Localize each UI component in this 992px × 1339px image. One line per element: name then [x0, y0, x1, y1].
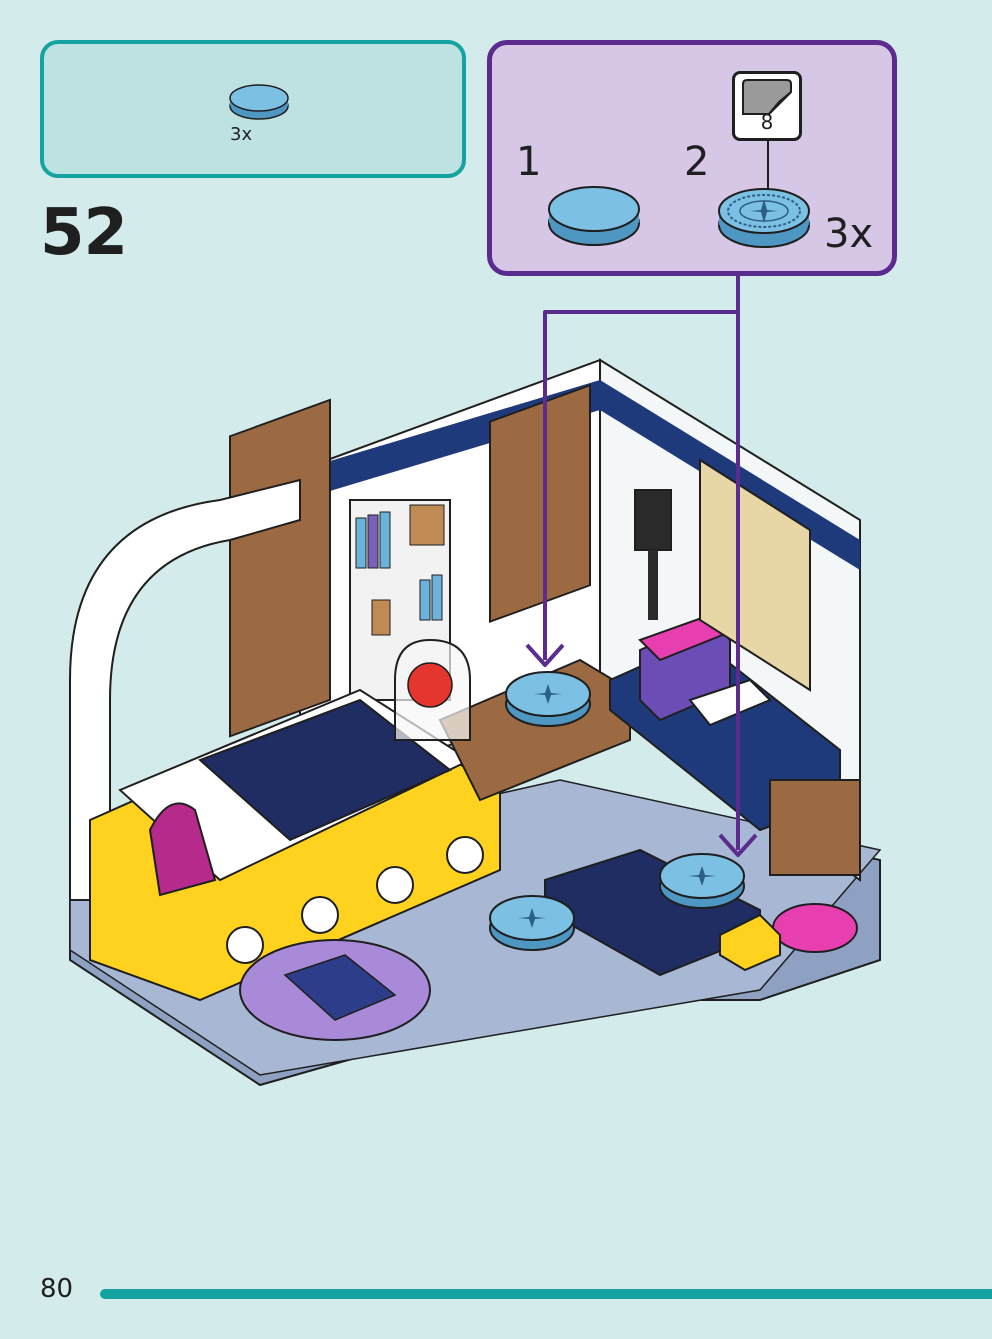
drawer-knob	[226, 926, 264, 964]
picture-frame	[409, 504, 445, 546]
step-number: 52	[40, 196, 128, 270]
sticker-indicator: 8	[732, 71, 802, 141]
pink-round-brick	[772, 903, 858, 953]
parts-quantity: 3x	[230, 124, 253, 145]
lamp	[634, 489, 672, 551]
window-frame-left	[229, 398, 331, 738]
placement-arrow-1	[543, 276, 740, 660]
sticker-sheet-icon	[742, 79, 792, 115]
decorated-round-tile-icon	[718, 188, 810, 248]
placed-tile-floor-left	[489, 895, 575, 951]
sub-assembly-callout: 1 2 3x 8	[487, 40, 897, 276]
round-tile-icon	[229, 84, 289, 120]
sticker-number: 8	[760, 110, 774, 134]
page-number: 80	[40, 1274, 74, 1304]
substep-2-label: 2	[684, 139, 710, 185]
substep-1-label: 1	[516, 139, 542, 185]
footer-rule	[100, 1289, 992, 1299]
placed-tile-window-seat	[505, 671, 591, 727]
notebook	[688, 678, 772, 727]
window-frame-right	[489, 383, 591, 624]
arch-wall	[69, 478, 301, 901]
sticker-leader-line	[767, 141, 769, 191]
desk-drawers	[769, 779, 861, 876]
yellow-chair	[719, 913, 781, 972]
substep-quantity: 3x	[824, 211, 874, 257]
bag	[148, 802, 217, 897]
parts-list-callout: 3x	[40, 40, 466, 178]
placed-tile-floor-right	[659, 853, 745, 909]
blanket	[198, 698, 452, 842]
pinboard	[699, 458, 811, 692]
plain-round-tile-icon	[548, 186, 640, 246]
rose	[407, 662, 453, 708]
